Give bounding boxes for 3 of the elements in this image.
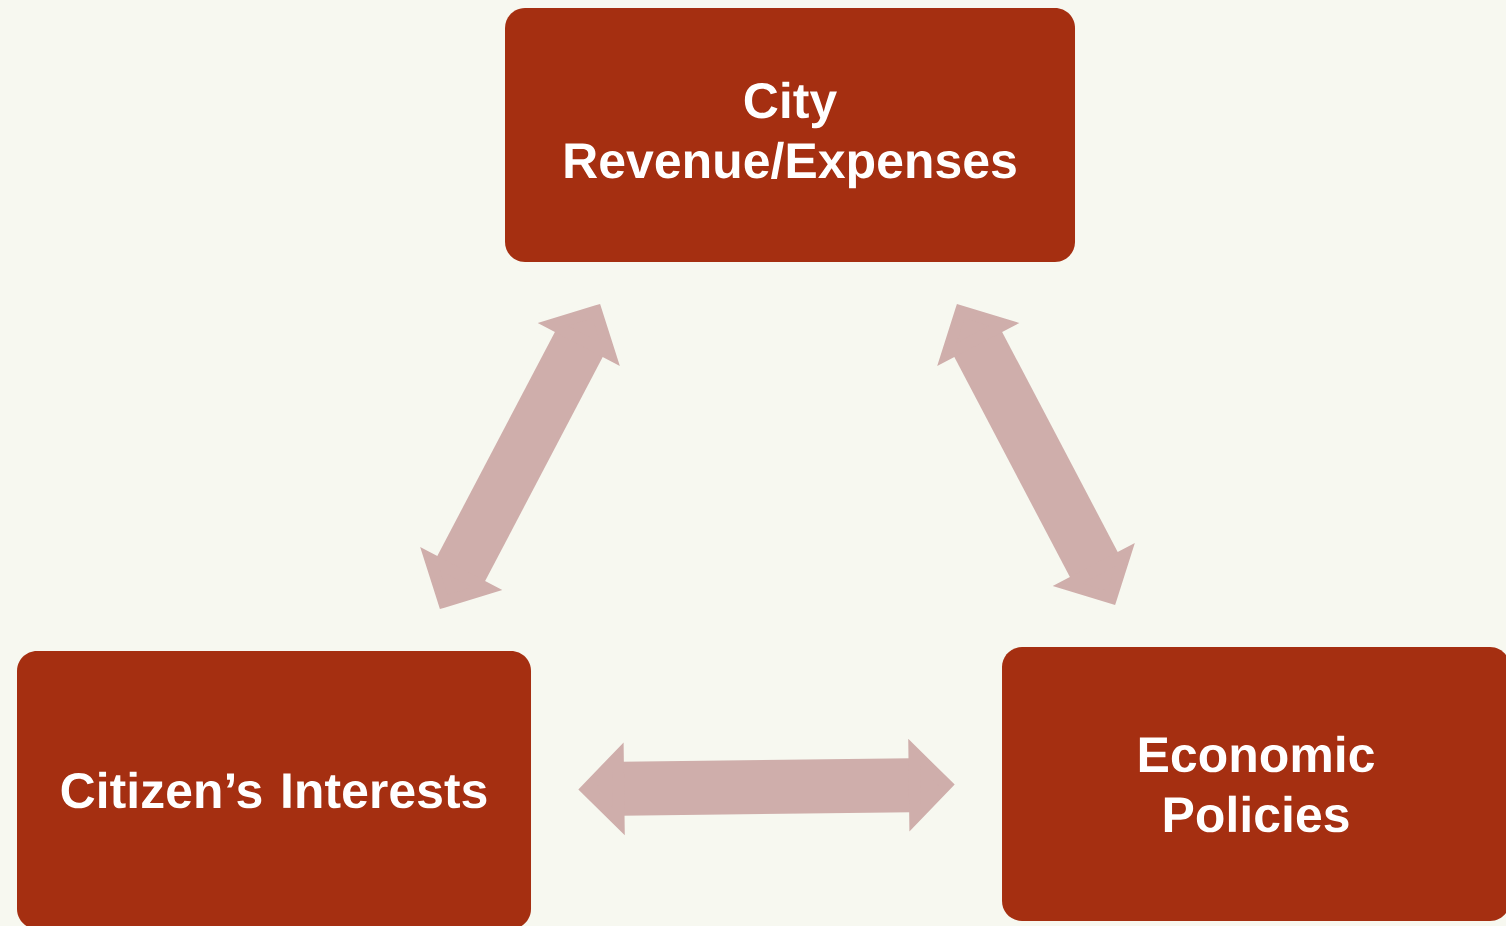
process-box: Citizen’s Interests [17, 651, 531, 926]
process-box: Economic Policies [1002, 647, 1506, 921]
process-box: City Revenue/Expenses [505, 8, 1075, 262]
